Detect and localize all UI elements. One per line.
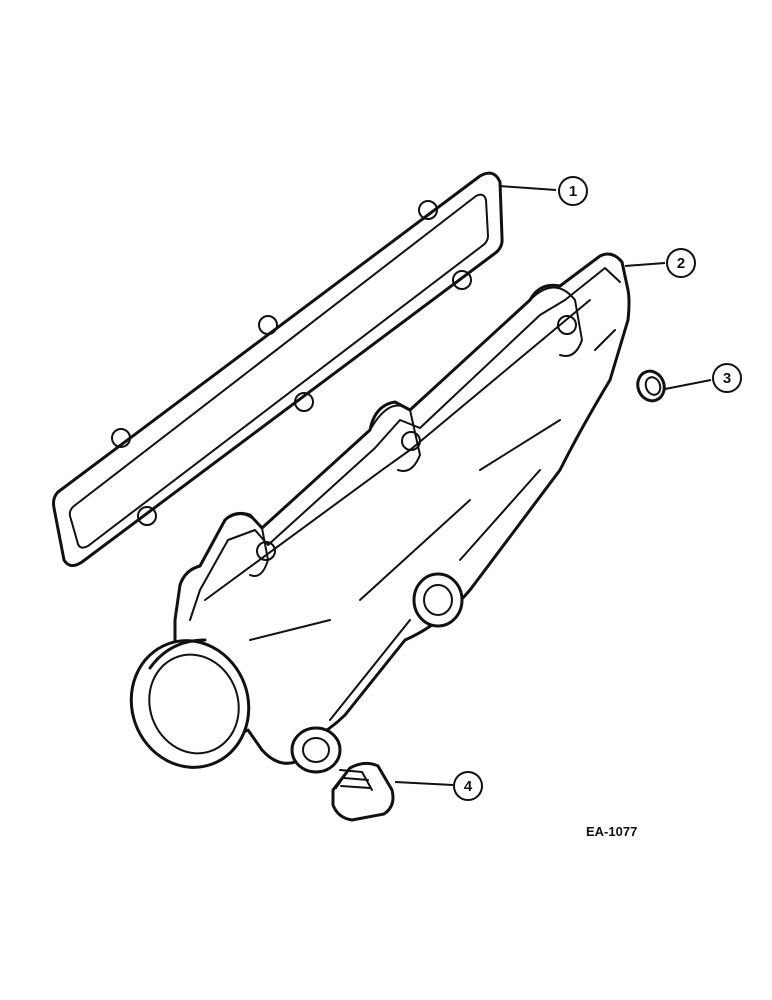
plug-hex: [331, 761, 395, 822]
manifold: [129, 252, 631, 774]
callout-4-label: 4: [464, 778, 473, 795]
callout-3-label: 3: [723, 370, 731, 387]
leader-4: [394, 781, 454, 786]
leader-3: [664, 379, 712, 390]
callout-3: 3: [712, 363, 742, 393]
leader-lines: [394, 185, 712, 786]
callout-2: 2: [666, 248, 696, 278]
figure-code: EA-1077: [586, 824, 637, 839]
gasket: [52, 171, 504, 567]
callout-1-label: 1: [569, 183, 577, 200]
plug-small: [636, 369, 666, 403]
callout-1: 1: [558, 176, 588, 206]
callout-2-label: 2: [677, 255, 685, 272]
leader-1: [498, 185, 557, 191]
callout-4: 4: [453, 771, 483, 801]
leader-2: [624, 262, 666, 267]
